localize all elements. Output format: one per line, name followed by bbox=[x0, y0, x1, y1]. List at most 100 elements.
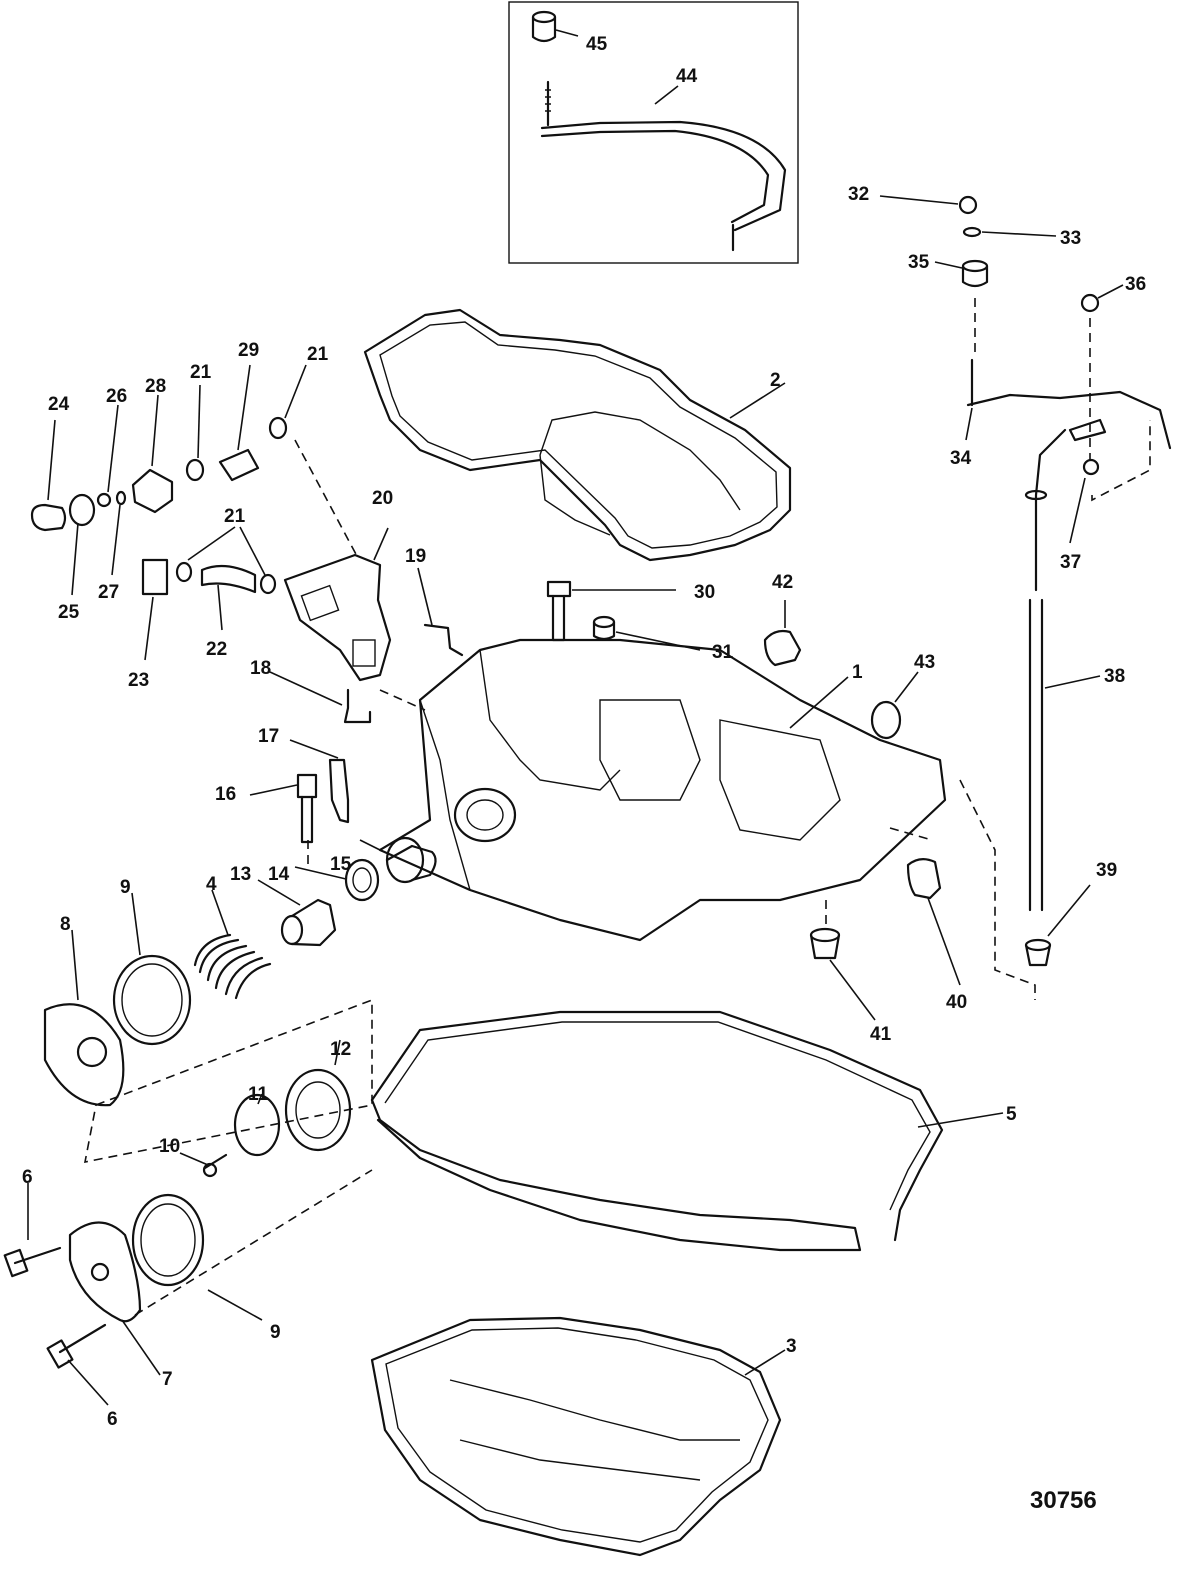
part-6-screw-upper bbox=[3, 1183, 62, 1278]
callout-labels: 1 2 3 4 5 6 6 7 8 9 9 10 11 12 13 14 15 … bbox=[22, 34, 1146, 1430]
part-21-clamp-top-a bbox=[185, 384, 205, 482]
part-4-spring bbox=[193, 889, 272, 1000]
part-8-cover bbox=[43, 929, 125, 1107]
part-7-cover bbox=[68, 1221, 161, 1376]
part-23-fitting bbox=[141, 558, 169, 661]
callout-14: 14 bbox=[268, 864, 290, 885]
callout-12: 12 bbox=[330, 1039, 351, 1060]
callout-1: 1 bbox=[852, 662, 863, 683]
part-44-throttle-link-arm bbox=[540, 80, 787, 252]
callout-39: 39 bbox=[1096, 860, 1117, 881]
callout-36: 36 bbox=[1125, 274, 1146, 295]
callout-19: 19 bbox=[405, 546, 426, 567]
callout-13: 13 bbox=[230, 864, 251, 885]
part-42-grommet bbox=[763, 600, 802, 667]
part-5-seal bbox=[370, 1010, 1004, 1252]
figure-number: 30756 bbox=[1030, 1487, 1097, 1514]
callout-41: 41 bbox=[870, 1024, 892, 1045]
callout-3: 3 bbox=[786, 1336, 797, 1357]
part-41-grommet bbox=[809, 927, 876, 1021]
callout-16: 16 bbox=[215, 784, 236, 805]
callout-42: 42 bbox=[772, 572, 793, 593]
alignment-lines bbox=[83, 298, 1151, 1316]
callout-27: 27 bbox=[98, 582, 119, 603]
part-26-nut bbox=[96, 404, 119, 508]
callout-20: 20 bbox=[372, 488, 393, 509]
part-35-bushing bbox=[934, 259, 989, 288]
callout-21a: 21 bbox=[190, 362, 212, 383]
part-37-nut bbox=[1069, 458, 1100, 544]
part-21-clamp-right bbox=[259, 573, 277, 595]
part-21-clamp-left bbox=[175, 561, 193, 583]
part-1-adaptor-plate bbox=[378, 638, 947, 942]
callout-21c: 21 bbox=[224, 506, 246, 527]
part-21-clamp-top-b bbox=[268, 364, 307, 440]
callout-8: 8 bbox=[60, 914, 71, 935]
callout-23: 23 bbox=[128, 670, 149, 691]
callout-37: 37 bbox=[1060, 552, 1081, 573]
callout-7: 7 bbox=[162, 1369, 173, 1390]
part-17-fitting bbox=[289, 739, 350, 824]
part-20-housing bbox=[283, 527, 392, 682]
part-40-grommet bbox=[906, 858, 961, 986]
part-29-sleeve bbox=[218, 364, 260, 482]
callout-2: 2 bbox=[770, 370, 781, 391]
callout-33: 33 bbox=[1060, 228, 1081, 249]
callout-30: 30 bbox=[694, 582, 715, 603]
part-32-nut bbox=[879, 195, 978, 215]
part-43-washer bbox=[870, 671, 919, 740]
callout-40: 40 bbox=[946, 992, 967, 1013]
part-22-hose bbox=[200, 564, 257, 631]
callout-35: 35 bbox=[908, 252, 930, 273]
part-34-link bbox=[965, 358, 1172, 450]
part-39-bushing bbox=[1024, 884, 1091, 967]
part-6-screw-lower bbox=[46, 1323, 109, 1406]
callout-32: 32 bbox=[848, 184, 869, 205]
part-21-leaders bbox=[187, 526, 266, 576]
callout-6a: 6 bbox=[22, 1167, 33, 1188]
callout-45: 45 bbox=[586, 34, 608, 55]
part-15-grommet bbox=[359, 836, 437, 884]
part-31-bushing bbox=[592, 615, 701, 651]
part-33-washer bbox=[962, 226, 1057, 238]
callout-4: 4 bbox=[206, 874, 217, 895]
callout-6b: 6 bbox=[107, 1409, 118, 1430]
inset-box bbox=[508, 1, 799, 264]
part-30-bolt bbox=[546, 580, 676, 642]
callout-17: 17 bbox=[258, 726, 279, 747]
callout-10: 10 bbox=[159, 1136, 180, 1157]
callout-21b: 21 bbox=[307, 344, 329, 365]
part-10-screw bbox=[179, 1152, 228, 1178]
callout-11: 11 bbox=[248, 1084, 269, 1105]
callout-22: 22 bbox=[206, 639, 227, 660]
callout-26: 26 bbox=[106, 386, 127, 407]
callout-25: 25 bbox=[58, 602, 80, 623]
part-25-washer bbox=[68, 493, 96, 596]
callout-24: 24 bbox=[48, 394, 70, 415]
callout-9b: 9 bbox=[270, 1322, 281, 1343]
part-28-fitting bbox=[131, 394, 174, 514]
callout-31: 31 bbox=[712, 642, 734, 663]
part-27-oring bbox=[111, 490, 127, 576]
callout-28: 28 bbox=[145, 376, 166, 397]
callout-34: 34 bbox=[950, 448, 972, 469]
callout-38: 38 bbox=[1104, 666, 1125, 687]
part-14-seal bbox=[294, 858, 380, 902]
callout-15: 15 bbox=[330, 854, 352, 875]
part-18-elbow bbox=[269, 671, 372, 724]
part-3-gasket bbox=[370, 1316, 786, 1557]
part-16-bolt bbox=[249, 773, 318, 844]
callout-9a: 9 bbox=[120, 877, 131, 898]
part-36-nut bbox=[1080, 284, 1124, 313]
part-9-gasket bbox=[112, 892, 192, 1046]
part-2-gasket bbox=[363, 308, 792, 562]
part-45-spacer bbox=[531, 10, 579, 43]
part-38-shaft bbox=[1024, 428, 1101, 912]
part-13-thermostat bbox=[257, 879, 337, 947]
callout-43: 43 bbox=[914, 652, 935, 673]
part-24-fitting bbox=[30, 419, 67, 532]
part-11-plate bbox=[233, 1093, 281, 1157]
callout-44: 44 bbox=[676, 66, 698, 87]
callout-18: 18 bbox=[250, 658, 271, 679]
